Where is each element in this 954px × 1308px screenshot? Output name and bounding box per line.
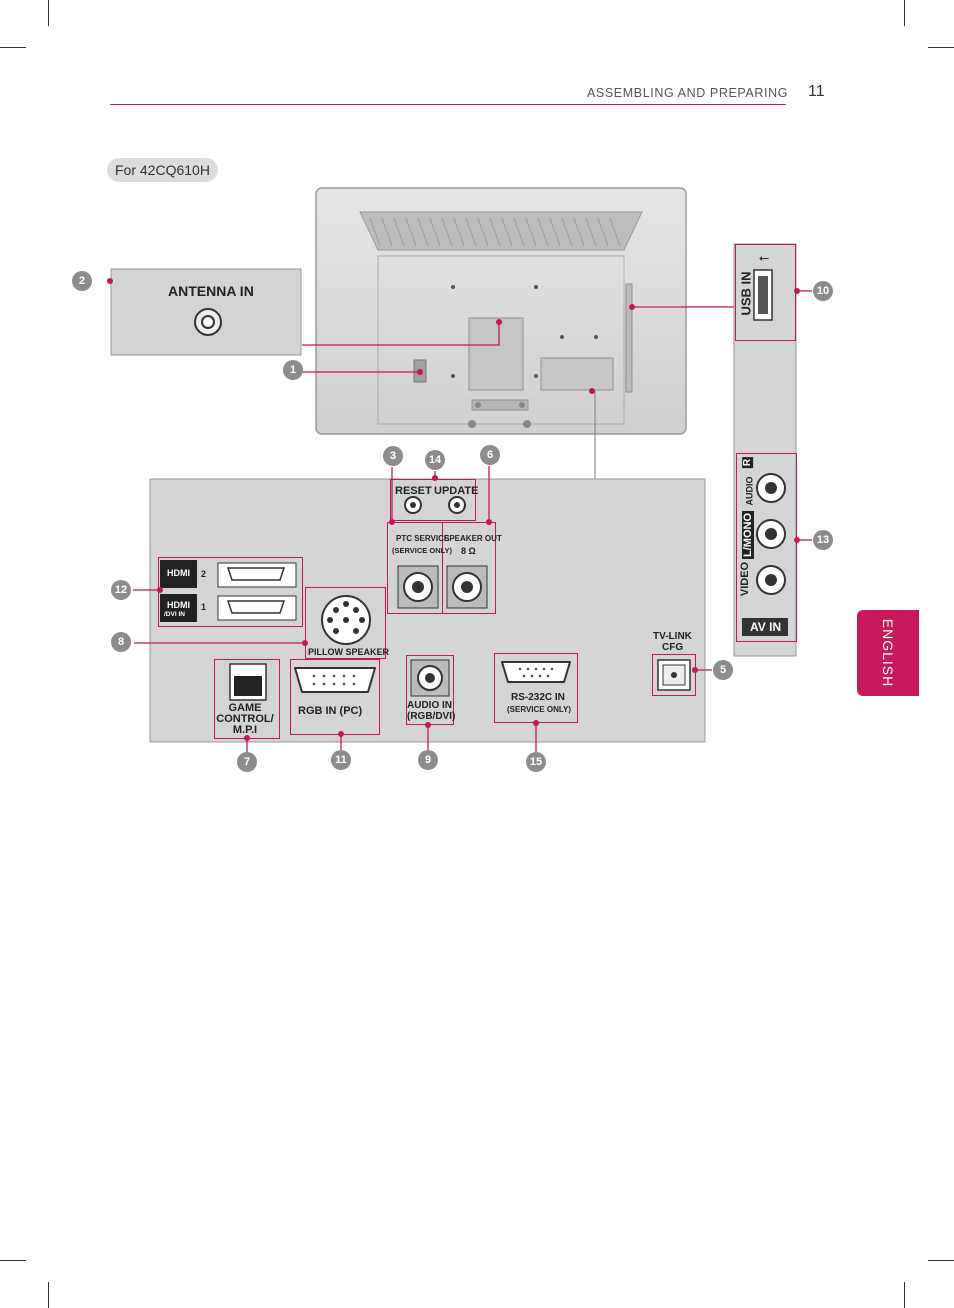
hdmi2-number: 2 bbox=[201, 569, 207, 579]
speaker-out-ohm: 8 Ω bbox=[461, 546, 476, 556]
page-number: 11 bbox=[808, 83, 825, 100]
audio-in-label: AUDIO IN bbox=[407, 700, 452, 711]
tvlink-cfg-label: CFG bbox=[662, 642, 684, 653]
tvlink-label: TV-LINK bbox=[653, 631, 692, 642]
crop-mark bbox=[48, 1282, 49, 1308]
update-label: UPDATE bbox=[434, 485, 479, 497]
crop-mark bbox=[0, 47, 26, 48]
callout-badge: 7 bbox=[237, 752, 257, 772]
model-label: For 42CQ610H bbox=[107, 158, 218, 182]
ptc-service-label: PTC SERVICE bbox=[396, 534, 450, 543]
antenna-panel bbox=[110, 268, 302, 356]
av-video-label: VIDEO bbox=[739, 561, 752, 597]
crop-mark bbox=[904, 1282, 905, 1308]
leader-lines bbox=[108, 280, 812, 752]
audio-in-frame bbox=[406, 655, 454, 725]
callout-badge: 11 bbox=[331, 750, 351, 770]
header-rule bbox=[110, 104, 786, 105]
tv-rear-body bbox=[315, 187, 687, 435]
antenna-in-label: ANTENNA IN bbox=[168, 283, 254, 299]
pillow-speaker-label: PILLOW SPEAKER bbox=[308, 647, 390, 657]
speaker-out-label: SPEAKER OUT bbox=[444, 534, 502, 543]
side-panel: ⭠ bbox=[733, 243, 797, 657]
callout-badge: 12 bbox=[111, 580, 131, 600]
callout-badge: 15 bbox=[526, 752, 546, 772]
callout-badge: 8 bbox=[111, 632, 131, 652]
usb-in-label: USB IN bbox=[738, 271, 754, 316]
game-control-frame bbox=[214, 659, 280, 739]
crop-mark bbox=[0, 1260, 26, 1261]
hdmi1-label: HDMI bbox=[167, 600, 190, 610]
av-in-label: AV IN bbox=[750, 620, 782, 634]
hdmi1-number: 1 bbox=[201, 602, 207, 612]
reset-label: RESET bbox=[395, 485, 432, 497]
hdmi-frame bbox=[158, 557, 303, 627]
ptc-service-note: (SERVICE ONLY) bbox=[392, 546, 453, 555]
crop-mark bbox=[904, 0, 905, 26]
language-tab: ENGLISH bbox=[857, 610, 919, 696]
callout-badge: 6 bbox=[480, 445, 500, 465]
av-in-frame bbox=[736, 453, 797, 642]
callout-badge: 9 bbox=[418, 750, 438, 770]
av-audio-label: AUDIO bbox=[744, 476, 755, 506]
crop-mark bbox=[48, 0, 49, 26]
callout-badge: 5 bbox=[713, 660, 733, 680]
rs232c-sub-label: (SERVICE ONLY) bbox=[507, 705, 572, 714]
pillow-speaker-frame bbox=[305, 587, 386, 659]
crop-mark bbox=[928, 47, 954, 48]
game-control-label: GAME CONTROL/ M.P.I bbox=[216, 702, 274, 736]
connector-panel bbox=[149, 391, 706, 743]
usb-frame bbox=[735, 244, 796, 341]
callout-badge: 13 bbox=[813, 530, 833, 550]
section-title: ASSEMBLING AND PREPARING bbox=[587, 86, 789, 100]
rgb-in-frame bbox=[290, 659, 380, 735]
callout-badge: 14 bbox=[425, 450, 445, 470]
tvlink-frame bbox=[652, 654, 696, 696]
rgb-in-label: RGB IN (PC) bbox=[298, 705, 363, 717]
av-r-label: R bbox=[742, 456, 754, 469]
speaker-out-frame bbox=[442, 522, 496, 614]
crop-mark bbox=[928, 1260, 954, 1261]
rs232c-label: RS-232C IN bbox=[511, 692, 565, 703]
rs232c-frame bbox=[494, 653, 578, 723]
audio-in-sub-label: (RGB/DVI) bbox=[407, 711, 456, 722]
hdmi1-sub-label: /DVI IN bbox=[164, 611, 185, 618]
callout-badge: 10 bbox=[813, 281, 833, 301]
av-lmono-label: L/MONO bbox=[742, 511, 754, 559]
hdmi2-label: HDMI bbox=[167, 568, 190, 578]
reset-update-frame bbox=[390, 479, 476, 521]
callout-badge: 2 bbox=[72, 271, 92, 291]
callout-badge: 1 bbox=[283, 360, 303, 380]
svg-text:⭠: ⭠ bbox=[759, 251, 769, 266]
callout-badge: 3 bbox=[383, 446, 403, 466]
